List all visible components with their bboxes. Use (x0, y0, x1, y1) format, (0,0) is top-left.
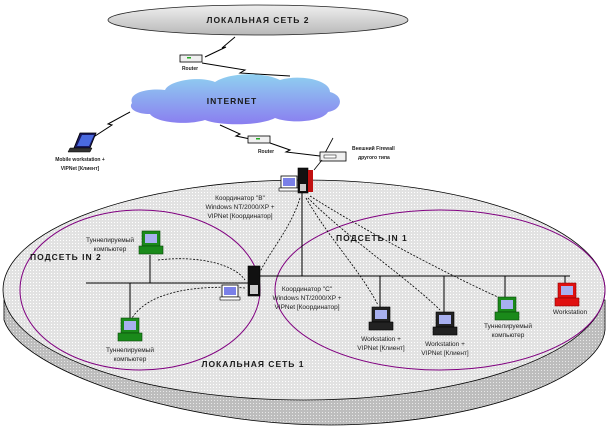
router-bottom-label: Router (258, 149, 274, 155)
tunnel-in2-bottom-label-2: компьютер (114, 356, 147, 363)
external-firewall: Внешний Firewall другого типа (319, 145, 395, 162)
subnet-in2-label: ПОДСЕТЬ IN 2 (30, 252, 102, 262)
coordinator-c: Координатор "C" Windows NT/2000/XP + VIP… (219, 265, 342, 311)
tunnel-in1-label-2: компьютер (492, 332, 525, 339)
mobile-label-1: Mobile workstation + (55, 157, 105, 163)
workstation-plain: Workstation (553, 282, 588, 316)
ws2-label-2: VIPNet [Клиент] (421, 350, 469, 357)
router-top: Router (179, 54, 203, 72)
link-internet-router2 (219, 124, 256, 141)
lan2-ellipse: ЛОКАЛЬНАЯ СЕТЬ 2 (107, 4, 409, 36)
ws-plain-label: Workstation (553, 309, 588, 316)
lan1-label: ЛОКАЛЬНАЯ СЕТЬ 1 (201, 359, 304, 369)
coord-c-label-2: Windows NT/2000/XP + (272, 295, 341, 302)
router-bottom: Router (247, 135, 274, 155)
coord-c-label-3: VIPNet [Координатор] (274, 304, 339, 311)
tunneled-pc-in2-bottom: Туннелируемый компьютер (106, 317, 154, 363)
internet-cloud: INTERNET (130, 74, 340, 125)
workstation-vipnet-1: Workstation + VIPNet [Клиент] (357, 306, 405, 352)
link-router2-firewall (269, 142, 321, 157)
tunnel-in2-bottom-label-1: Туннелируемый (106, 346, 154, 354)
firewall-label-2: другого типа (358, 155, 390, 161)
tunnel-in2-top-label-1: Туннелируемый (86, 236, 134, 244)
lan2-label: ЛОКАЛЬНАЯ СЕТЬ 2 (206, 15, 309, 25)
coord-b-label-1: Координатор "B" (215, 195, 266, 202)
firewall-label-1: Внешний Firewall (352, 145, 395, 152)
link-lan2-router (204, 36, 236, 58)
internet-label: INTERNET (207, 96, 258, 106)
mobile-workstation: Mobile workstation + VIPNet [Клиент] (55, 132, 105, 172)
tunneled-pc-in1: Туннелируемый компьютер (484, 296, 532, 339)
link-internet-mobile (91, 111, 131, 139)
ws2-label-1: Workstation + (425, 341, 465, 348)
coordinator-b: Координатор "B" Windows NT/2000/XP + VIP… (205, 167, 313, 220)
workstation-vipnet-2: Workstation + VIPNet [Клиент] (421, 311, 469, 357)
router-top-label: Router (182, 66, 198, 72)
link-router-internet (201, 62, 291, 77)
coord-b-label-3: VIPNet [Координатор] (207, 213, 272, 220)
ws1-label-1: Workstation + (361, 336, 401, 343)
mobile-label-2: VIPNet [Клиент] (61, 166, 100, 172)
tunnel-in1-label-1: Туннелируемый (484, 322, 532, 330)
wired-links (86, 190, 570, 318)
subnet-in1-label: ПОДСЕТЬ IN 1 (336, 233, 408, 243)
coord-b-label-2: Windows NT/2000/XP + (205, 204, 274, 211)
coord-c-label-1: Координатор "C" (282, 286, 333, 293)
tunneled-pc-in2-top: Туннелируемый компьютер (86, 230, 164, 255)
ws1-label-2: VIPNet [Клиент] (357, 345, 405, 352)
tunnel-in2-top-label-2: компьютер (94, 246, 127, 253)
subnet-in1-boundary (274, 209, 606, 371)
